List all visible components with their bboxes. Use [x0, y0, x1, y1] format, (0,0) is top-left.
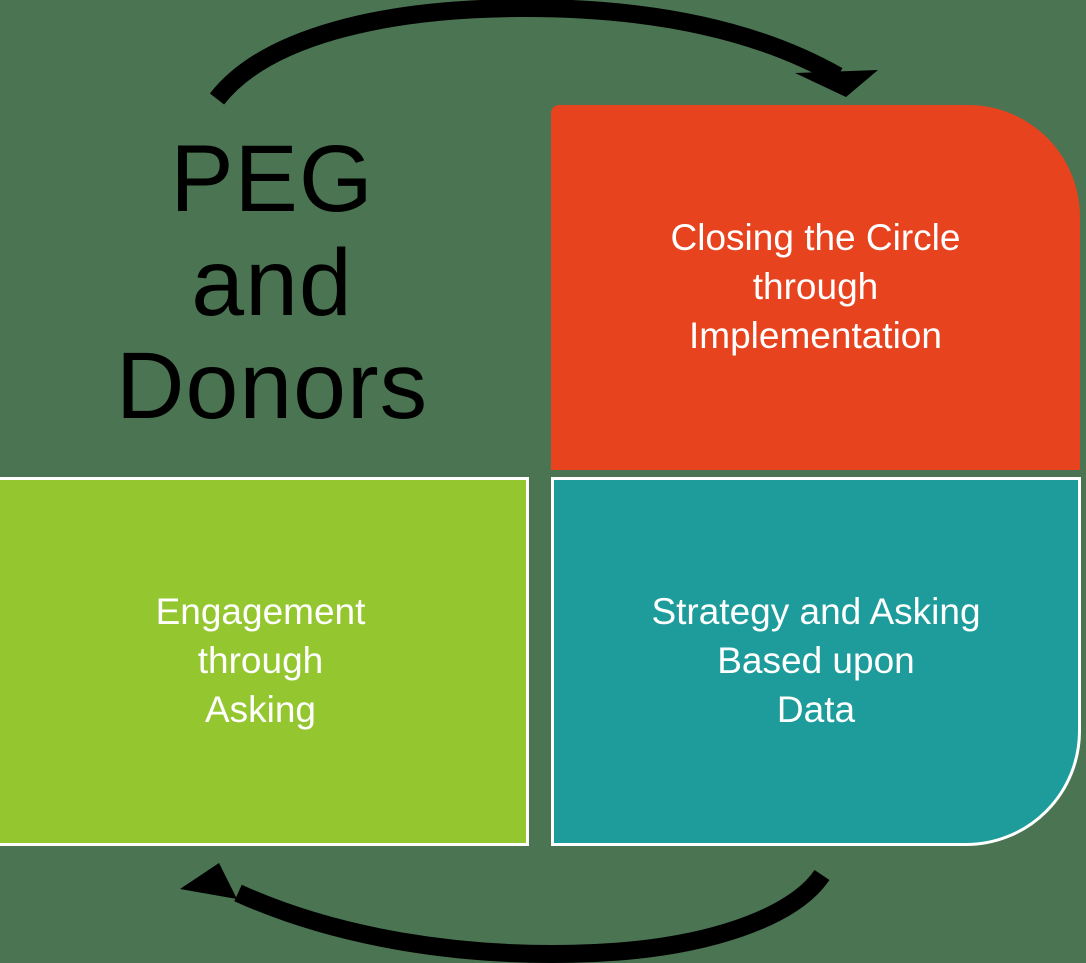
diagram-title: PEG and Donors: [42, 126, 502, 440]
closing-the-circle-label-line: Implementation: [689, 314, 942, 356]
diagram-title-line: PEG: [170, 126, 374, 232]
closing-the-circle-box: Closing the Circle through Implementatio…: [551, 105, 1080, 470]
strategy-label-line: Data: [776, 688, 856, 730]
strategy-box: Strategy and Asking Based upon Data: [551, 477, 1081, 846]
bottom-cycle-arrow-curve: [234, 869, 830, 963]
strategy-label-line: Based upon: [717, 640, 915, 682]
closing-the-circle-label-line: through: [752, 266, 879, 308]
strategy-label-line: Strategy and Asking: [651, 591, 981, 633]
top-cycle-arrowhead-icon: [795, 70, 878, 97]
bottom-cycle-arrowhead-icon: [180, 863, 237, 899]
engagement-label: Engagement through Asking: [156, 588, 366, 734]
top-cycle-arrow-curve: [209, 0, 843, 105]
diagram-title-line: and: [191, 229, 353, 336]
engagement-label-line: Asking: [204, 688, 317, 730]
top-cycle-arrow: [209, 0, 878, 105]
closing-the-circle-label-line: Closing the Circle: [670, 217, 961, 259]
strategy-label: Strategy and Asking Based upon Data: [651, 588, 980, 734]
engagement-label-line: through: [197, 640, 324, 682]
bottom-cycle-arrow: [180, 863, 830, 963]
closing-the-circle-label: Closing the Circle through Implementatio…: [671, 214, 961, 360]
engagement-box: Engagement through Asking: [0, 477, 529, 846]
engagement-label-line: Engagement: [155, 591, 366, 633]
diagram-title-line: Donors: [115, 333, 429, 440]
